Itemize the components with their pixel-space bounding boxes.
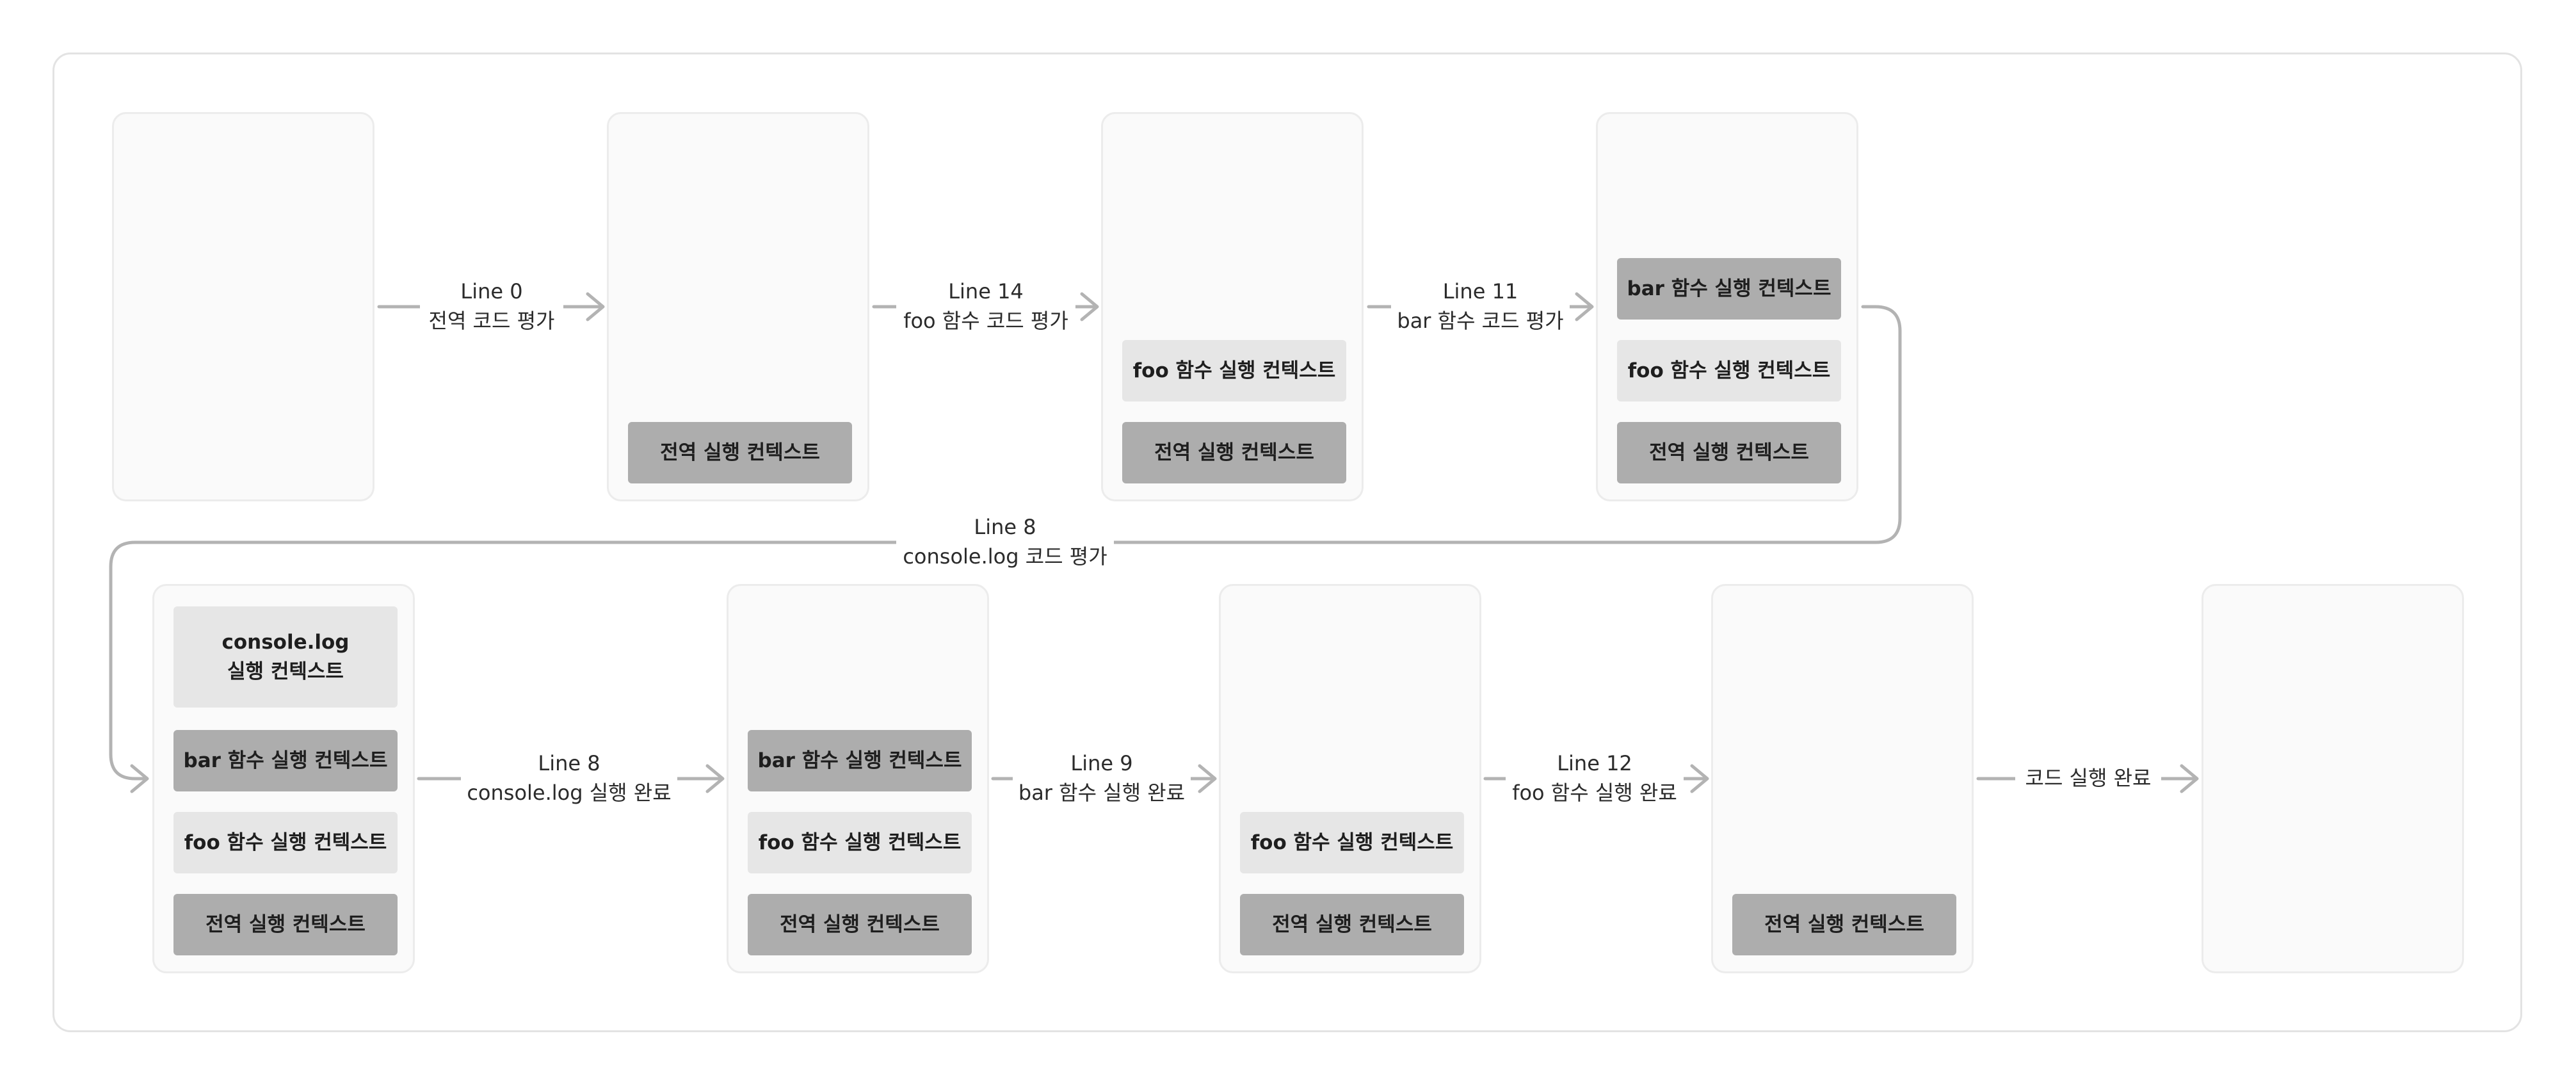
global-execution-context: 전역 실행 컨텍스트 bbox=[1122, 422, 1346, 483]
bar-execution-context: bar 함수 실행 컨텍스트 bbox=[173, 730, 398, 791]
call-stack-5: console.log 실행 컨텍스트 bar 함수 실행 컨텍스트 foo 함… bbox=[152, 584, 415, 973]
call-stack-7: foo 함수 실행 컨텍스트 전역 실행 컨텍스트 bbox=[1219, 584, 1481, 973]
arrow-row2-1 bbox=[417, 764, 725, 793]
foo-execution-context: foo 함수 실행 컨텍스트 bbox=[1617, 340, 1841, 401]
arrow-row2-3 bbox=[1483, 764, 1709, 793]
call-stack-6: bar 함수 실행 컨텍스트 foo 함수 실행 컨텍스트 전역 실행 컨텍스트 bbox=[727, 584, 989, 973]
transition-label-3: Line 11 bar 함수 코드 평가 bbox=[1391, 277, 1570, 336]
bar-execution-context: bar 함수 실행 컨텍스트 bbox=[748, 730, 972, 791]
call-stack-3: foo 함수 실행 컨텍스트 전역 실행 컨텍스트 bbox=[1101, 112, 1364, 501]
arrow-row1-2 bbox=[872, 292, 1099, 321]
bar-execution-context: bar 함수 실행 컨텍스트 bbox=[1617, 258, 1841, 320]
global-execution-context: 전역 실행 컨텍스트 bbox=[173, 894, 398, 955]
call-stack-1 bbox=[112, 112, 374, 501]
foo-execution-context: foo 함수 실행 컨텍스트 bbox=[1240, 812, 1464, 873]
call-stack-8: 전역 실행 컨텍스트 bbox=[1711, 584, 1974, 973]
arrow-row1-3 bbox=[1367, 292, 1594, 321]
foo-execution-context: foo 함수 실행 컨텍스트 bbox=[1122, 340, 1346, 401]
global-execution-context: 전역 실행 컨텍스트 bbox=[1617, 422, 1841, 483]
arrow-row1-1 bbox=[377, 292, 605, 321]
transition-label-7: 코드 실행 완료 bbox=[2015, 763, 2161, 793]
global-execution-context: 전역 실행 컨텍스트 bbox=[748, 894, 972, 955]
console-log-execution-context: console.log 실행 컨텍스트 bbox=[173, 606, 398, 708]
call-stack-4: bar 함수 실행 컨텍스트 foo 함수 실행 컨텍스트 전역 실행 컨텍스트 bbox=[1596, 112, 1858, 501]
arrow-row2-4 bbox=[1976, 764, 2199, 793]
call-stack-9 bbox=[2202, 584, 2464, 973]
global-execution-context: 전역 실행 컨텍스트 bbox=[1732, 894, 1956, 955]
foo-execution-context: foo 함수 실행 컨텍스트 bbox=[748, 812, 972, 873]
transition-label-4: Line 8 console.log 실행 완료 bbox=[461, 749, 677, 807]
arrow-wrap bbox=[109, 305, 1902, 793]
transition-label-2: Line 14 foo 함수 코드 평가 bbox=[896, 277, 1075, 336]
call-stack-2: 전역 실행 컨텍스트 bbox=[607, 112, 869, 501]
transition-label-5: Line 9 bar 함수 실행 완료 bbox=[1013, 749, 1191, 807]
transition-label-1: Line 0 전역 코드 평가 bbox=[420, 277, 563, 336]
global-execution-context: 전역 실행 컨텍스트 bbox=[628, 422, 852, 483]
transition-label-wrap: Line 8 console.log 코드 평가 bbox=[896, 512, 1114, 571]
arrow-row2-2 bbox=[991, 764, 1217, 793]
transition-label-6: Line 12 foo 함수 실행 완료 bbox=[1506, 749, 1684, 807]
foo-execution-context: foo 함수 실행 컨텍스트 bbox=[173, 812, 398, 873]
global-execution-context: 전역 실행 컨텍스트 bbox=[1240, 894, 1464, 955]
